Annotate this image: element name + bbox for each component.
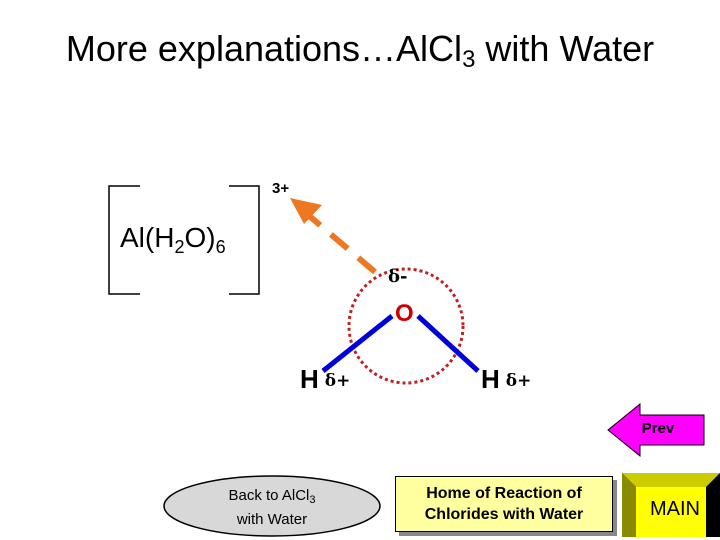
home-button-line2: Chlorides with Water xyxy=(424,506,584,523)
oxygen-circle xyxy=(347,267,465,385)
back-button[interactable] xyxy=(163,475,381,537)
left-bracket xyxy=(108,185,140,295)
right-bracket xyxy=(229,185,260,295)
prev-arrow-icon[interactable] xyxy=(607,402,705,458)
home-button-line1: Home of Reaction of xyxy=(426,485,582,502)
home-button[interactable]: Home of Reaction of Chlorides with Water xyxy=(395,476,613,532)
delta-plus-left: δ+ xyxy=(324,371,351,391)
oxygen-label: O xyxy=(395,300,414,327)
bond-left xyxy=(321,314,394,373)
arrow-head-icon xyxy=(290,198,322,224)
page-title: More explanations…AlCl3 with Water xyxy=(65,28,655,73)
bond-right xyxy=(416,314,480,373)
prev-label[interactable]: Prev xyxy=(641,420,675,437)
charge-label: 3+ xyxy=(272,180,290,197)
delta-minus-label: δ- xyxy=(388,266,408,287)
complex-label: Al(H2O)6 xyxy=(120,222,226,257)
main-button[interactable] xyxy=(622,473,720,537)
main-button-label[interactable]: MAIN xyxy=(650,498,700,520)
delta-plus-right: δ+ xyxy=(505,371,532,391)
dative-arrow xyxy=(290,198,377,275)
